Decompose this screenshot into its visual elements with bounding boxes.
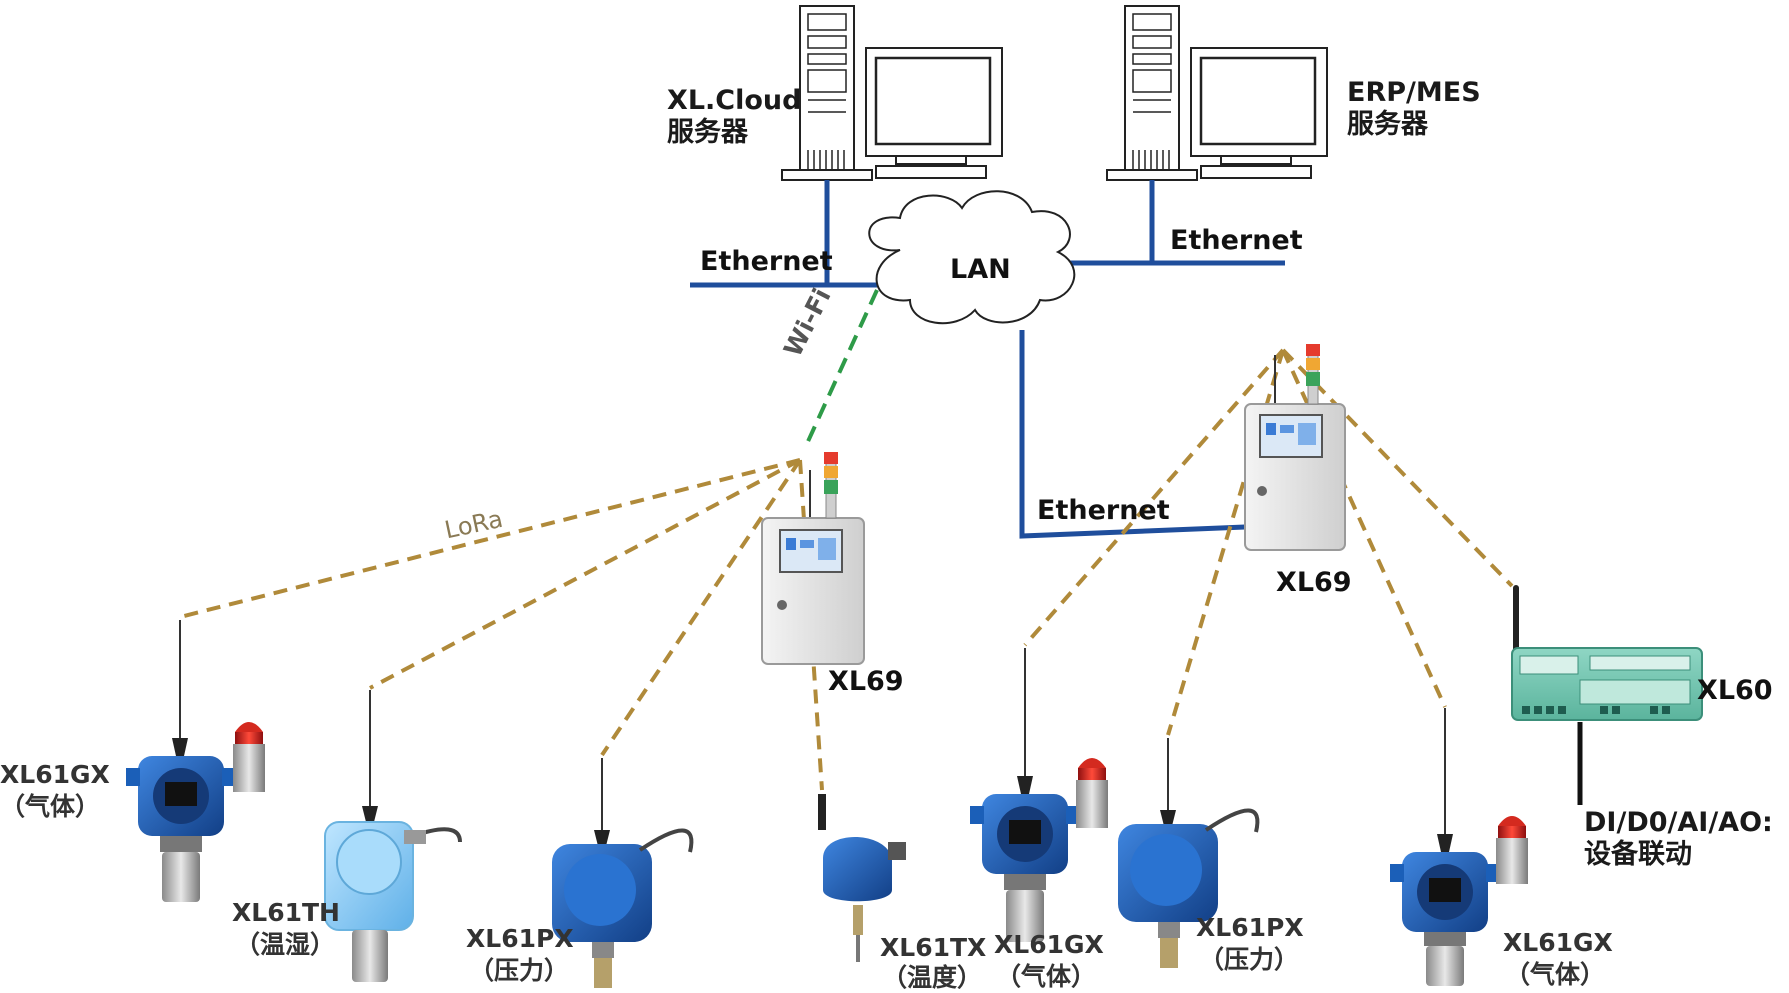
sensor-2-type-label: （温湿）	[234, 930, 335, 959]
sensor-5-type-label: （气体）	[995, 962, 1096, 991]
io-label-2: 设备联动	[1584, 839, 1692, 870]
io-label-1: DI/D0/AI/AO:	[1584, 807, 1773, 838]
sensor-xl61px-1-icon	[552, 758, 694, 988]
erp-server-icon	[1106, 5, 1328, 181]
sensor-6-model-label: XL61PX	[1196, 913, 1304, 942]
lan-cloud-icon	[868, 190, 1076, 325]
sensor-xl61px-2-icon	[1118, 738, 1260, 968]
xl69-right-label: XL69	[1276, 567, 1352, 598]
sensor-7-type-label: （气体）	[1504, 960, 1605, 989]
sensor-xl61gx-1-icon	[126, 620, 265, 902]
xlcloud-server-label-2: 服务器	[667, 117, 748, 148]
erp-server-label-1: ERP/MES	[1347, 77, 1481, 108]
ethernet-line-xl69-right	[1019, 330, 1246, 539]
xlcloud-server-label-1: XL.Cloud	[667, 85, 802, 116]
xl69-right-cabinet-icon	[1244, 344, 1346, 551]
xl60-io-module-icon	[1511, 585, 1703, 805]
xlcloud-server-icon	[781, 5, 1003, 181]
sensor-5-model-label: XL61GX	[994, 930, 1104, 959]
sensor-6-type-label: （压力）	[1198, 945, 1299, 974]
wifi-link-line	[803, 289, 879, 449]
sensor-1-type-label: （气体）	[0, 792, 101, 821]
sensor-4-model-label: XL61TX	[880, 933, 987, 962]
sensor-3-model-label: XL61PX	[466, 924, 574, 953]
sensor-xl61gx-2-icon	[970, 648, 1108, 942]
ethernet-lines	[690, 180, 1285, 539]
ethernet-label-mid: Ethernet	[1037, 495, 1170, 526]
ethernet-label-left: Ethernet	[700, 246, 833, 277]
sensor-7-model-label: XL61GX	[1503, 928, 1613, 957]
erp-server-label-2: 服务器	[1347, 109, 1428, 140]
xl69-left-cabinet-icon	[761, 452, 865, 665]
lan-label: LAN	[950, 254, 1011, 285]
sensor-xl61gx-3-icon	[1390, 708, 1528, 986]
xl60-label: XL60	[1697, 675, 1773, 706]
sensor-xl61th-icon	[324, 690, 462, 982]
ethernet-label-right: Ethernet	[1170, 225, 1303, 256]
sensor-3-type-label: （压力）	[468, 956, 569, 985]
sensor-2-model-label: XL61TH	[232, 898, 340, 927]
sensor-4-type-label: （温度）	[881, 963, 982, 992]
sensor-xl61tx-icon	[818, 794, 906, 962]
sensor-1-model-label: XL61GX	[0, 760, 110, 789]
xl69-left-label: XL69	[828, 666, 904, 697]
